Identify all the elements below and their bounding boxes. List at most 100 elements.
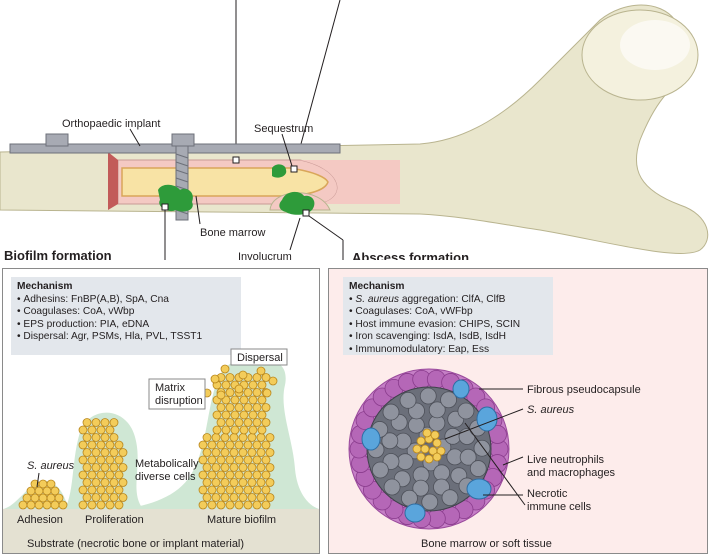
bone-marrow-soft-tissue-label: Bone marrow or soft tissue <box>421 538 552 550</box>
bacterium <box>234 418 244 427</box>
bacterium <box>247 493 257 502</box>
biofilm-heading: Biofilm formation <box>4 248 112 260</box>
bacterium <box>412 444 422 454</box>
bacterium <box>261 440 271 450</box>
grey-cell <box>381 432 399 450</box>
bacterium <box>243 455 253 465</box>
bacterium <box>105 500 115 510</box>
bacterium <box>248 410 258 420</box>
bacterium <box>257 395 267 405</box>
bacterium <box>105 485 115 495</box>
bacterium <box>96 470 106 480</box>
matrix-label-line1: Matrix <box>155 382 185 394</box>
bacterium <box>252 485 262 495</box>
abscess-mechanism-item: Host immune evasion: CHIPS, SCIN <box>349 319 547 332</box>
bacterium <box>436 446 446 456</box>
grey-cell <box>383 478 401 496</box>
bacterium <box>225 485 235 495</box>
metabolic-label-line1: Metabolically <box>135 458 199 470</box>
bacterium <box>261 418 271 427</box>
dispersing-bacterium <box>216 390 226 400</box>
bacterium <box>100 478 110 487</box>
bacterium <box>225 418 235 427</box>
bacterium <box>114 500 124 510</box>
dispersing-bacterium <box>234 384 244 394</box>
bacterium <box>114 440 124 450</box>
implant-screw-head <box>45 133 69 147</box>
abscess-heading: Abscess formation <box>352 250 469 260</box>
bacterium <box>109 463 119 472</box>
s-aureus-label: S. aureus <box>27 460 75 472</box>
bacterium <box>256 478 266 487</box>
bacterium <box>212 425 222 435</box>
bacterium <box>114 485 124 495</box>
bacterium <box>202 448 212 457</box>
bacterium <box>229 448 239 457</box>
bacterium <box>78 485 88 495</box>
bacterium <box>252 470 262 480</box>
grey-cell <box>371 461 389 479</box>
sequestrum-label: Sequestrum <box>254 123 313 135</box>
bacterium <box>46 479 56 489</box>
biofilm-mechanism-box: Mechanism Adhesins: FnBP(A,B), SpA, Cna … <box>11 277 241 355</box>
grey-cell <box>421 493 439 511</box>
bacterium <box>118 478 128 487</box>
bacterium <box>247 448 257 457</box>
bacterium <box>243 470 253 480</box>
grey-cell <box>469 460 487 477</box>
abscess-mechanism-item: Coagulases: CoA, vWFbp <box>349 306 547 319</box>
bacterium <box>243 500 253 510</box>
biofilm-mechanism-title: Mechanism <box>17 281 73 292</box>
bacterium <box>114 455 124 465</box>
bacterium <box>239 425 249 435</box>
bacterium <box>225 440 235 450</box>
necrotic-label-line1: Necrotic <box>527 488 568 500</box>
bacterium <box>424 454 434 464</box>
bacterium <box>256 463 266 472</box>
bacterium <box>234 440 244 450</box>
biofilm-mechanism-item: EPS production: PIA, eDNA <box>17 319 235 332</box>
biofilm-panel: Mechanism Adhesins: FnBP(A,B), SpA, Cna … <box>2 268 320 554</box>
bacterium <box>91 463 101 472</box>
s-aureus-italic: S. aureus <box>355 293 400 305</box>
bacterium <box>265 448 275 457</box>
bacterium <box>234 403 244 412</box>
bacterium <box>87 440 97 450</box>
bacterium <box>229 478 239 487</box>
bacterium <box>420 444 430 454</box>
bacterium <box>234 485 244 495</box>
necrotic-cells <box>361 379 498 523</box>
bacterium <box>265 463 275 472</box>
bacterium <box>78 440 88 450</box>
bacterium <box>109 493 119 502</box>
substrate-label: Substrate (necrotic bone or implant mate… <box>27 538 244 550</box>
bacterium <box>257 380 267 390</box>
bacterium <box>229 463 239 472</box>
leader-line <box>294 0 341 167</box>
dispersing-bacterium <box>220 364 230 374</box>
substrate <box>3 509 319 553</box>
bacterium <box>82 478 92 487</box>
bacterium <box>265 478 275 487</box>
bacterium <box>207 470 217 480</box>
bacterium <box>225 500 235 510</box>
bacterium <box>238 478 248 487</box>
bacterium <box>91 478 101 487</box>
bacterium <box>96 455 106 465</box>
abscess-panel: Mechanism S. aureus aggregation: ClfA, C… <box>328 268 708 554</box>
bacterium <box>432 438 442 448</box>
dispersing-bacterium <box>262 388 272 398</box>
bacterium <box>82 463 92 472</box>
grey-cell <box>459 448 477 466</box>
bacterium <box>96 485 106 495</box>
bacterium <box>252 403 262 412</box>
grey-cell <box>428 401 446 419</box>
bacterium <box>247 433 257 442</box>
bacterium <box>257 425 267 435</box>
abscess-mechanism-box: Mechanism S. aureus aggregation: ClfA, C… <box>343 277 553 355</box>
bacterium <box>78 425 88 435</box>
bacterium <box>105 470 115 480</box>
bacterium <box>38 479 48 489</box>
bacterium <box>238 463 248 472</box>
implant-label: Orthopaedic implant <box>62 118 160 130</box>
